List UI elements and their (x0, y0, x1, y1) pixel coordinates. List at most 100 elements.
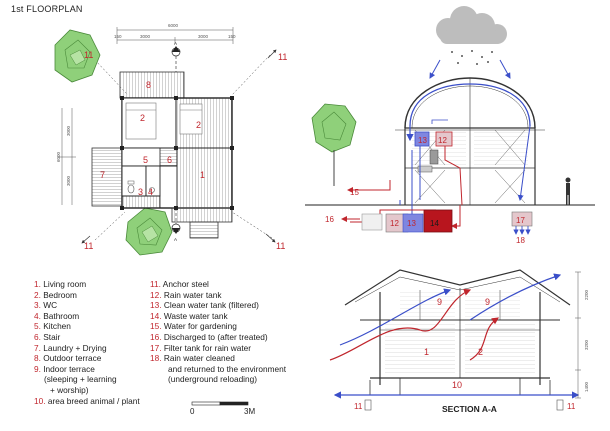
label-clean-tank: 13 (407, 219, 416, 228)
scale-bar (191, 401, 249, 406)
legend-text: Anchor steel (162, 279, 209, 289)
scale-start-label: 0 (190, 407, 195, 416)
section-marker-bottom-label: A (174, 237, 177, 242)
legend-item-continued: (sleeping + learning (34, 374, 140, 385)
legend-num: 14. (150, 310, 162, 321)
water-system-diagram: 13 12 12 13 14 17 15 16 18 (305, 6, 595, 245)
legend-item: 10. area breed animal / plant (34, 396, 140, 407)
legend-item: 12. Rain water tank (150, 290, 286, 301)
legend-num: 16. (150, 331, 162, 342)
section-air-flows (329, 273, 580, 399)
legend-water: 11. Anchor steel 12. Rain water tank 13.… (150, 279, 286, 385)
legend-text: Water for gardening (163, 321, 237, 332)
section-label-living: 1 (424, 347, 429, 357)
legend-num: 18. (150, 353, 162, 364)
rain-drops (451, 50, 493, 65)
label-discharge: 16 (325, 215, 334, 224)
legend-num: 10. (34, 395, 46, 406)
tree-bottom (125, 207, 173, 256)
legend-text: Stair (43, 331, 61, 342)
legend-num: 3. (34, 300, 41, 311)
section-dim-floor: 3200 (584, 339, 589, 350)
clean-water-tank (402, 213, 424, 233)
legend-num: 15. (150, 321, 162, 332)
legend-item: 16. Discharged to (after treated) (150, 332, 286, 343)
legend-text: Bathroom (43, 310, 80, 321)
legend-item: 14. Waste water tank (150, 311, 286, 322)
label-rain-tank: 12 (390, 219, 399, 228)
tree-top-left (54, 29, 101, 83)
section-structure (344, 269, 571, 395)
tree-water-diagram (311, 103, 357, 186)
legend-num: 2. (34, 289, 41, 300)
legend-text: WC (43, 300, 58, 311)
scale-end-label: 3M (244, 407, 256, 416)
legend-item: 8. Outdoor terrace (34, 353, 140, 364)
legend-text: Waste water tank (163, 310, 228, 321)
section-a-a: 2200 3200 1400 1 2 9 9 10 11 11 (329, 269, 589, 411)
legend-item: 5. Kitchen (34, 321, 140, 332)
section-title: SECTION A-A (442, 404, 497, 414)
legend-item-continued: + worship) (34, 385, 140, 396)
legend-item-continued: (underground reloading) (150, 374, 286, 385)
legend-rooms: 1. Living room 2. Bedroom 3. WC 4. Bathr… (34, 279, 140, 406)
legend-num: 4. (34, 310, 41, 321)
label-laundry: 7 (100, 170, 105, 180)
label-living: 1 (200, 170, 205, 180)
label-kitchen: 5 (143, 155, 148, 165)
label-stair: 6 (167, 155, 172, 165)
dim-edge-right: 150 (228, 34, 236, 39)
floorplan-title: 1st FLOORPLAN (11, 4, 83, 14)
legend-text: Bedroom (43, 289, 77, 300)
section-label-bedroom: 2 (478, 347, 483, 357)
bed-left (125, 102, 157, 140)
dim-left-half: 3000 (140, 34, 151, 39)
label-bathroom: 4 (148, 187, 153, 197)
legend-item-continued: and returned to the environment (150, 364, 286, 375)
label-rain-upper: 12 (438, 136, 447, 145)
legend-num: 9. (34, 363, 41, 374)
front-stair (189, 221, 219, 239)
section-label-indoor-a: 9 (437, 297, 442, 307)
label-clean-upper: 13 (418, 136, 427, 145)
shower-icon (149, 187, 155, 193)
label-bedroom-left: 2 (140, 113, 145, 123)
section-label-breed: 10 (452, 380, 462, 390)
dim-total: 6000 (168, 23, 179, 28)
legend-text: Kitchen (43, 321, 71, 332)
legend-text: + worship) (50, 384, 89, 395)
legend-text: Rain water cleaned (163, 353, 235, 364)
dim-edge-left: 150 (114, 34, 122, 39)
legend-item: 13. Clean water tank (filtered) (150, 300, 286, 311)
legend-num: 11. (150, 279, 161, 289)
front-steps (171, 207, 233, 223)
legend-text: (sleeping + learning (44, 374, 117, 385)
legend-num: 7. (34, 342, 41, 353)
legend-text: Living room (43, 279, 87, 289)
living-room (176, 147, 233, 209)
label-anchor-bl: 11 (84, 241, 93, 251)
label-anchor-br: 11 (276, 241, 285, 251)
legend-item: 2. Bedroom (34, 290, 140, 301)
section-marker-bottom (171, 208, 181, 234)
section-marker-top-label: A (174, 41, 177, 46)
dim-vertical-total: 6000 (56, 151, 61, 162)
legend-item: 6. Stair (34, 332, 140, 343)
section-dim-ground: 1400 (584, 381, 589, 392)
legend-text: Outdoor terrace (43, 353, 102, 364)
legend-num: 17. (150, 342, 162, 353)
label-terrace: 8 (146, 80, 151, 90)
person-icon (565, 177, 571, 205)
section-dimension-lines (575, 271, 581, 399)
discharge-box (361, 213, 383, 231)
legend-text: Discharged to (after treated) (163, 331, 268, 342)
legend-item: 17. Filter tank for rain water (150, 343, 286, 354)
section-dim-roof: 2200 (584, 289, 589, 300)
section-label-anchor-right: 11 (567, 402, 576, 411)
plan-dimension-lines (58, 27, 234, 205)
laundry-drying (91, 147, 123, 207)
waste-water-tank (423, 209, 453, 233)
legend-num: 6. (34, 331, 41, 342)
label-wc: 3 (138, 187, 143, 197)
legend-text: Clean water tank (filtered) (163, 300, 259, 311)
